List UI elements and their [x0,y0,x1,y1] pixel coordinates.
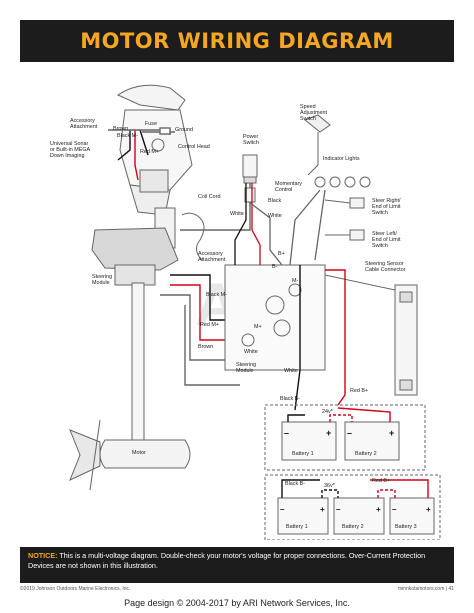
control-box [224,264,326,371]
label-white-3: White [244,349,258,355]
svg-text:–: – [336,505,341,514]
label-ground: Ground [175,127,193,133]
label-brown-top: Brown [113,126,128,132]
label-red-m-mid: Red M+ [200,322,219,328]
steering-sensor-connector [324,274,418,396]
label-black-b-minus-2: Black B- [285,481,305,487]
label-battery-2a: Battery 2 [355,451,377,457]
label-battery-3b: Battery 3 [395,524,417,530]
label-m-plus: M+ [254,324,262,330]
motor-unit [69,419,191,491]
indicator-lights [314,176,371,188]
label-b-minus: B- [272,264,278,270]
switch-wires [234,183,326,266]
page-design-credit: Page design © 2004-2017 by ARI Network S… [124,598,350,608]
label-indicator-lights: Indicator Lights [323,156,360,162]
svg-text:+: + [376,505,381,514]
label-black-m-top: Black M- [117,133,138,139]
power-switch [242,154,258,203]
steering-module-unit [91,227,179,444]
title-banner: MOTOR WIRING DIAGRAM [20,20,454,62]
battery-2a-terminals: –+ [347,428,394,438]
svg-text:+: + [426,505,431,514]
svg-text:–: – [347,428,352,438]
page-title: MOTOR WIRING DIAGRAM [80,29,394,53]
label-battery-1b: Battery 1 [286,524,308,530]
label-red-m-top: Red M+ [140,149,159,155]
label-red-b-plus: Red B+ [350,388,368,394]
speed-adjustment-switch [304,114,331,176]
label-black-m-mid: Black M- [206,292,227,298]
svg-text:+: + [320,505,325,514]
svg-text:–: – [392,505,397,514]
label-24v: 24v* [322,409,334,415]
label-36v: 36v* [324,483,336,489]
battery-bank-24v [264,404,426,471]
control-head-unit [116,84,193,249]
control-head-wires [108,127,175,181]
battery-1a-terminals: –+ [284,428,331,438]
label-black-mid: Black [268,198,281,204]
svg-text:+: + [389,428,394,438]
label-control-head: Control Head [178,144,210,150]
label-coil-cord: Coil Cord [198,194,220,200]
label-white-4: White [284,368,298,374]
label-white-2: White [268,213,282,219]
notice-label: NOTICE: [28,551,58,560]
svg-text:–: – [284,428,289,438]
svg-text:–: – [280,505,285,514]
label-motor: Motor [132,450,146,456]
battery-bank-36v-terminals: – + – + – + [280,505,431,514]
label-red-b-plus-2: Red B+ [372,478,390,484]
notice-box: NOTICE: This is a multi-voltage diagram.… [20,547,454,583]
label-battery-2b: Battery 2 [342,524,364,530]
label-brown-mid: Brown [198,344,213,350]
wiring-diagram: ARI [50,84,441,540]
label-battery-1a: Battery 1 [292,451,314,457]
notice-text: This is a multi-voltage diagram. Double-… [28,551,426,570]
label-m-minus: M- [292,278,298,284]
copyright-left: ©2019 Johnson Outdoors Marine Electronic… [20,586,131,592]
svg-text:+: + [326,428,331,438]
label-white-1: White [230,211,244,217]
steer-switches [324,197,365,241]
label-fuse: Fuse [145,121,157,127]
battery-bank-36v [264,474,441,540]
label-b-plus: B+ [278,251,285,257]
battery-feed-wires [294,265,346,411]
label-black-b-minus: Black B- [280,396,300,402]
coil-cord [181,212,205,261]
copyright-right: minnkotamotors.com | 41 [397,586,454,592]
